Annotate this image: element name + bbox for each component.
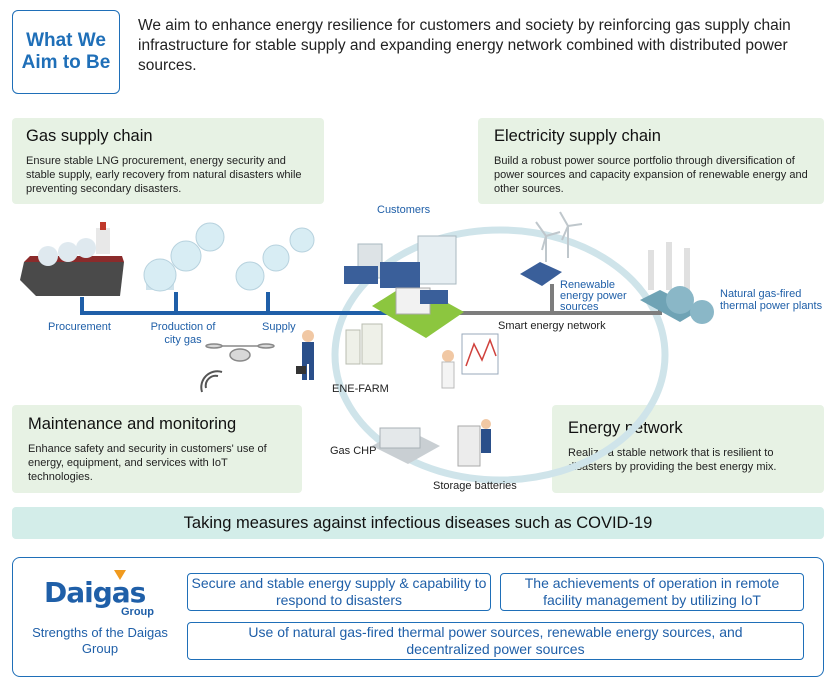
ene-farm-icon <box>345 323 383 365</box>
maintenance-monitoring-title: Maintenance and monitoring <box>28 415 237 433</box>
drone-icon <box>205 343 275 362</box>
covid-measures-banner: Taking measures against infectious disea… <box>12 507 824 539</box>
logo-wordmark: Daigas <box>44 576 146 609</box>
gas-supply-chain-title: Gas supply chain <box>26 127 153 145</box>
wifi-signal-icon <box>200 370 223 393</box>
strength-item-remote-management: The achievements of operation in remote … <box>500 573 804 611</box>
maintenance-worker-icon <box>296 330 314 380</box>
strength-item-text: The achievements of operation in remote … <box>524 575 780 608</box>
gas-supply-chain-panel: Gas supply chain Ensure stable LNG procu… <box>12 118 324 204</box>
logo-triangle-icon <box>114 570 126 580</box>
electricity-supply-chain-panel: Electricity supply chain Build a robust … <box>478 118 824 204</box>
label-ene-farm: ENE-FARM <box>332 383 389 395</box>
energy-network-title: Energy network <box>568 419 683 437</box>
label-procurement: Procurement <box>48 321 111 333</box>
thermal-power-plant-icon <box>640 242 714 324</box>
strengths-section <box>12 557 824 677</box>
strength-item-text: Use of natural gas-fired thermal power s… <box>248 624 743 657</box>
wind-turbines-icon <box>535 211 583 262</box>
energy-network-ring <box>331 226 669 484</box>
daigas-group-logo: Daigas Group <box>44 570 156 618</box>
electricity-supply-chain-text: Build a robust power source portfolio th… <box>494 155 808 195</box>
aim-statement: We aim to enhance energy resilience for … <box>138 17 791 74</box>
covid-measures-text: Taking measures against infectious disea… <box>183 513 653 532</box>
researcher-monitor-icon <box>441 333 499 389</box>
solar-panels-icon <box>520 262 562 286</box>
energy-network-panel: Energy network Realize a stable network … <box>552 405 824 493</box>
strength-item-power-sources: Use of natural gas-fired thermal power s… <box>187 622 804 660</box>
maintenance-monitoring-text: Enhance safety and security in customers… <box>28 443 267 483</box>
label-production-city-gas: Production of city gas <box>150 321 216 346</box>
lng-ship-icon <box>20 222 124 296</box>
strength-item-text: Secure and stable energy supply & capabi… <box>191 575 487 608</box>
label-smart-energy-network: Smart energy network <box>498 320 606 332</box>
what-we-aim-badge: What We Aim to Be <box>12 10 120 94</box>
storage-batteries-icon <box>457 419 491 467</box>
label-storage-batteries: Storage batteries <box>433 480 517 492</box>
what-we-aim-label: What We Aim to Be <box>21 30 111 73</box>
maintenance-monitoring-panel: Maintenance and monitoring Enhance safet… <box>12 405 302 493</box>
label-customers: Customers <box>377 204 431 216</box>
logo-group-text: Group <box>121 606 154 618</box>
supply-gas-tanks-icon <box>235 227 315 291</box>
city-gas-tanks-icon <box>143 222 225 292</box>
gas-supply-chain-text: Ensure stable LNG procurement, energy se… <box>26 155 302 195</box>
customers-buildings-icon <box>344 235 464 338</box>
label-gas-chp: Gas CHP <box>330 445 377 457</box>
energy-network-text: Realize a stable network that is resilie… <box>568 447 777 473</box>
strengths-label: Strengths of the Daigas Group <box>32 625 168 656</box>
strength-item-energy-supply: Secure and stable energy supply & capabi… <box>187 573 491 611</box>
energy-network-illustration <box>20 211 714 484</box>
label-supply: Supply <box>262 321 296 333</box>
electricity-supply-chain-title: Electricity supply chain <box>494 127 661 145</box>
gas-pipeline <box>80 297 410 315</box>
gas-chp-icon <box>372 427 440 464</box>
label-thermal-power-plants: Natural gas-fired thermal power plants <box>720 288 823 312</box>
label-renewable-energy: Renewable energy power sources <box>560 279 627 313</box>
